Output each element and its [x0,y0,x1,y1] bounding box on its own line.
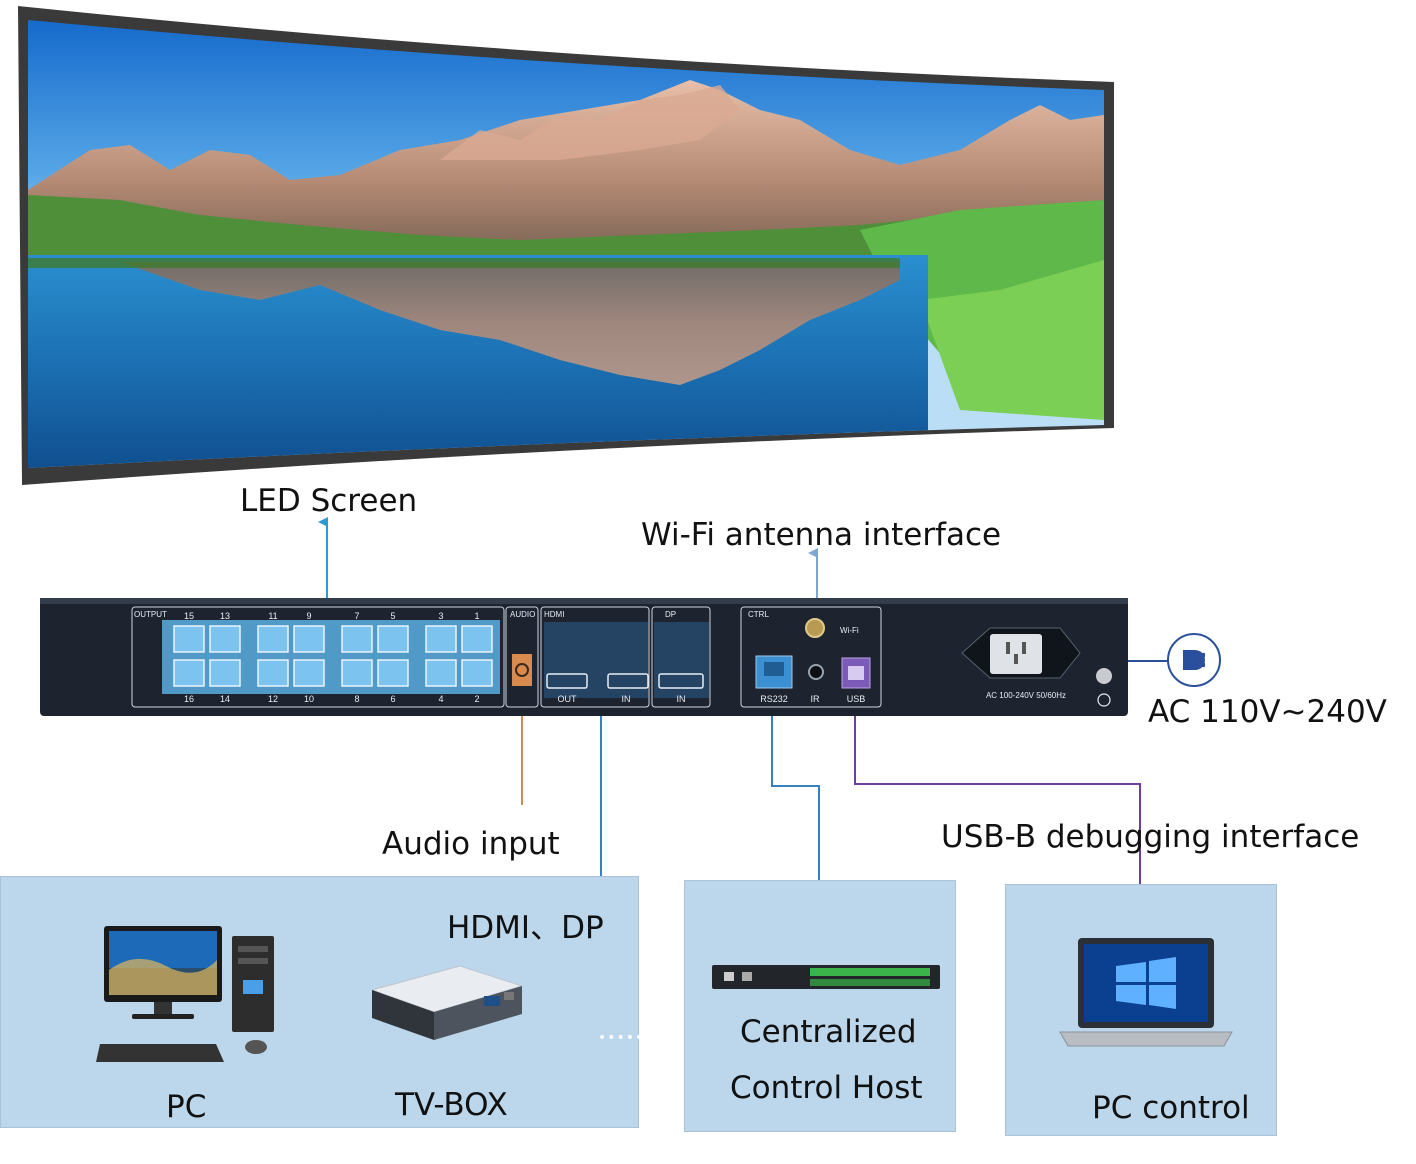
port-number-bottom: 16 [184,694,194,704]
port-number-top: 7 [354,611,359,621]
rs232-link-line [771,694,820,880]
output-port [425,625,457,653]
output-port [461,625,493,653]
group-output-label: OUTPUT [134,610,167,619]
wifi-port-label: Wi-Fi [840,626,859,635]
output-port [257,659,289,687]
audio-input-label: Audio input [382,826,560,862]
ir-port-label: IR [811,694,821,704]
output-port [293,659,325,687]
port-number-top: 1 [474,611,479,621]
pc-label: PC [166,1089,207,1125]
usb-debug-label: USB-B debugging interface [941,819,1360,855]
tv-box-icon [370,965,524,1040]
output-port [377,625,409,653]
output-port [209,659,241,687]
led-screen-label: LED Screen [240,483,418,519]
more-sources-dots: ••••••○ [598,1030,667,1046]
power-rating-label: AC 100-240V 50/60Hz [986,691,1066,700]
source-panel [0,876,639,1128]
led-screen [18,6,1114,485]
usb-port-label: USB [847,694,866,704]
port-number-bottom: 2 [474,694,479,704]
output-port [173,659,205,687]
port-number-bottom: 6 [390,694,395,704]
group-audio-label: AUDIO [510,610,535,619]
control-host-label-line2: Control Host [730,1070,923,1106]
output-port [425,659,457,687]
output-port [377,659,409,687]
hdmi-dp-label: HDMI、DP [447,910,604,946]
wifi-interface-label: Wi-Fi antenna interface [641,517,1002,553]
port-number-top: 13 [220,611,230,621]
group-hdmi-label: HDMI [544,610,564,619]
tvbox-label: TV-BOX [395,1087,508,1123]
port-number-top: 15 [184,611,194,621]
dp-in-label: IN [677,694,686,704]
rs232-port-label: RS232 [760,694,788,704]
group-dp-label: DP [665,610,676,619]
output-port [209,625,241,653]
port-number-bottom: 10 [304,694,314,704]
laptop-icon [1059,938,1233,1047]
output-port [173,625,205,653]
output-port [293,625,325,653]
port-number-bottom: 8 [354,694,359,704]
pc-control-label: PC control [1092,1090,1250,1126]
hdmi-in-label: IN [622,694,631,704]
power-plug-icon [1166,632,1222,688]
port-number-top: 11 [268,611,277,621]
output-port [341,625,373,653]
port-number-bottom: 14 [220,694,230,704]
control-host-panel [684,880,956,1132]
control-host-device-icon [712,965,940,989]
output-port [257,625,289,653]
port-number-top: 5 [390,611,395,621]
hdmi-out-label: OUT [558,694,578,704]
port-number-top: 9 [306,611,311,621]
control-host-label-line1: Centralized [740,1014,917,1050]
usb-link-line [854,690,1141,884]
port-number-bottom: 4 [438,694,443,704]
port-number-top: 3 [438,611,443,621]
output-port [341,659,373,687]
pc-icon [96,926,274,1062]
processor-rear-panel: OUTPUT AUDIO HDMI DP CTRL 15161314111291… [40,598,1128,716]
power-label: AC 110V~240V [1148,694,1387,730]
output-port [461,659,493,687]
group-ctrl-label: CTRL [748,610,769,619]
port-number-bottom: 12 [268,694,278,704]
